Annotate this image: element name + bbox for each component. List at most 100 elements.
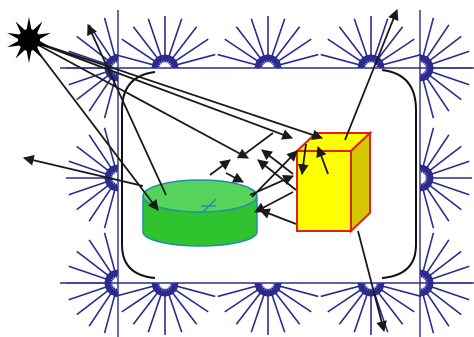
fan-arrow [419, 73, 435, 119]
fan-arrow [371, 18, 389, 64]
ray-arrow [297, 143, 309, 176]
fan-arrow [103, 17, 119, 63]
fan-arrow [353, 18, 371, 64]
fan-arrow [424, 286, 462, 316]
cylinder-top [142, 179, 258, 213]
fan-arrow [272, 285, 312, 313]
fan-arrow [419, 17, 435, 63]
fan-arrow [375, 38, 415, 66]
fan-arrow [424, 283, 470, 301]
fan-arrow [235, 26, 265, 64]
ray-arrow [28, 39, 294, 140]
fan-arrow [376, 282, 422, 298]
fan-arrow [268, 287, 286, 333]
fan-arrow [271, 287, 301, 325]
fan-cluster [114, 282, 216, 335]
fan-arrow [88, 134, 116, 174]
fan-cluster [217, 16, 319, 69]
fan-arrow [320, 282, 366, 298]
fan-arrow [68, 68, 114, 86]
right-bracket [381, 69, 417, 279]
fan-arrow [327, 285, 367, 313]
ray-arrow [28, 39, 249, 159]
fan-arrow [217, 282, 263, 298]
cube-side-face [350, 130, 371, 234]
fan-arrow [103, 232, 119, 278]
ray-arrow [357, 230, 387, 333]
fan-arrow [338, 287, 368, 325]
fan-arrow [424, 35, 462, 65]
fan-arrow [320, 53, 366, 69]
fan-cluster [419, 127, 472, 229]
fan-arrow [419, 183, 435, 229]
fan-arrow [88, 239, 116, 279]
fan-arrow [114, 282, 160, 298]
fan-arrow [121, 38, 161, 66]
fan-arrow [338, 26, 368, 64]
fan-arrow [353, 287, 371, 333]
fan-arrow [76, 286, 114, 316]
fan-arrow [250, 287, 268, 333]
fan-arrow [103, 127, 119, 173]
fan-arrow [424, 68, 470, 86]
fan-arrow [76, 250, 114, 280]
fan-arrow [422, 287, 450, 327]
fan-arrow [424, 145, 462, 175]
fan-arrow [114, 53, 160, 69]
ray-arrow [261, 149, 294, 175]
fan-arrow [132, 287, 162, 325]
fan-arrow [424, 71, 462, 101]
fan-arrow [424, 250, 462, 280]
fan-arrow [132, 26, 162, 64]
ray-arrow [254, 191, 294, 213]
fan-arrow [422, 134, 450, 174]
ray-arrow [316, 145, 329, 175]
fan-arrow [250, 18, 268, 64]
fan-arrow [374, 26, 404, 64]
fan-arrow [235, 287, 265, 325]
fan-arrow [68, 265, 114, 283]
fan-arrow [327, 38, 367, 66]
fan-arrow [424, 50, 470, 68]
fan-arrow [76, 181, 114, 211]
green-cylinder [142, 179, 258, 247]
radiating-fan-pattern [60, 10, 474, 337]
fan-arrow [170, 53, 216, 69]
fan-arrow [424, 178, 470, 196]
fan-arrow [68, 283, 114, 301]
fan-arrow [103, 288, 119, 334]
fan-arrow [76, 35, 114, 65]
ray-arrow [87, 24, 167, 196]
sun-core [18, 29, 40, 51]
fan-arrow [424, 265, 470, 283]
fan-arrow [147, 287, 165, 333]
fan-arrow [422, 182, 450, 222]
fan-arrow [424, 160, 470, 178]
fan-arrow [168, 287, 198, 325]
fan-cluster [320, 16, 422, 69]
fan-cluster [320, 282, 422, 335]
ray-arrow [257, 159, 297, 191]
yellow-cube [294, 130, 373, 234]
ray-arrow [258, 208, 297, 225]
fan-arrow [422, 24, 450, 64]
fan-arrow [419, 232, 435, 278]
fan-arrow [165, 287, 183, 333]
fan-arrow [422, 239, 450, 279]
fan-arrow [268, 18, 286, 64]
fan-arrow [217, 53, 263, 69]
fan-arrow [76, 71, 114, 101]
fan-arrow [88, 182, 116, 222]
fan-arrow [169, 38, 209, 66]
ray-arrow [28, 39, 159, 211]
fan-arrow [419, 127, 435, 173]
ray-arrow [249, 174, 294, 196]
fan-arrow [147, 18, 165, 64]
fan-arrow [169, 285, 209, 313]
light-rays [22, 8, 399, 333]
fan-arrow [273, 282, 319, 298]
fan-cluster [66, 127, 119, 229]
fan-arrow [422, 72, 450, 112]
fan-arrow [68, 160, 114, 178]
